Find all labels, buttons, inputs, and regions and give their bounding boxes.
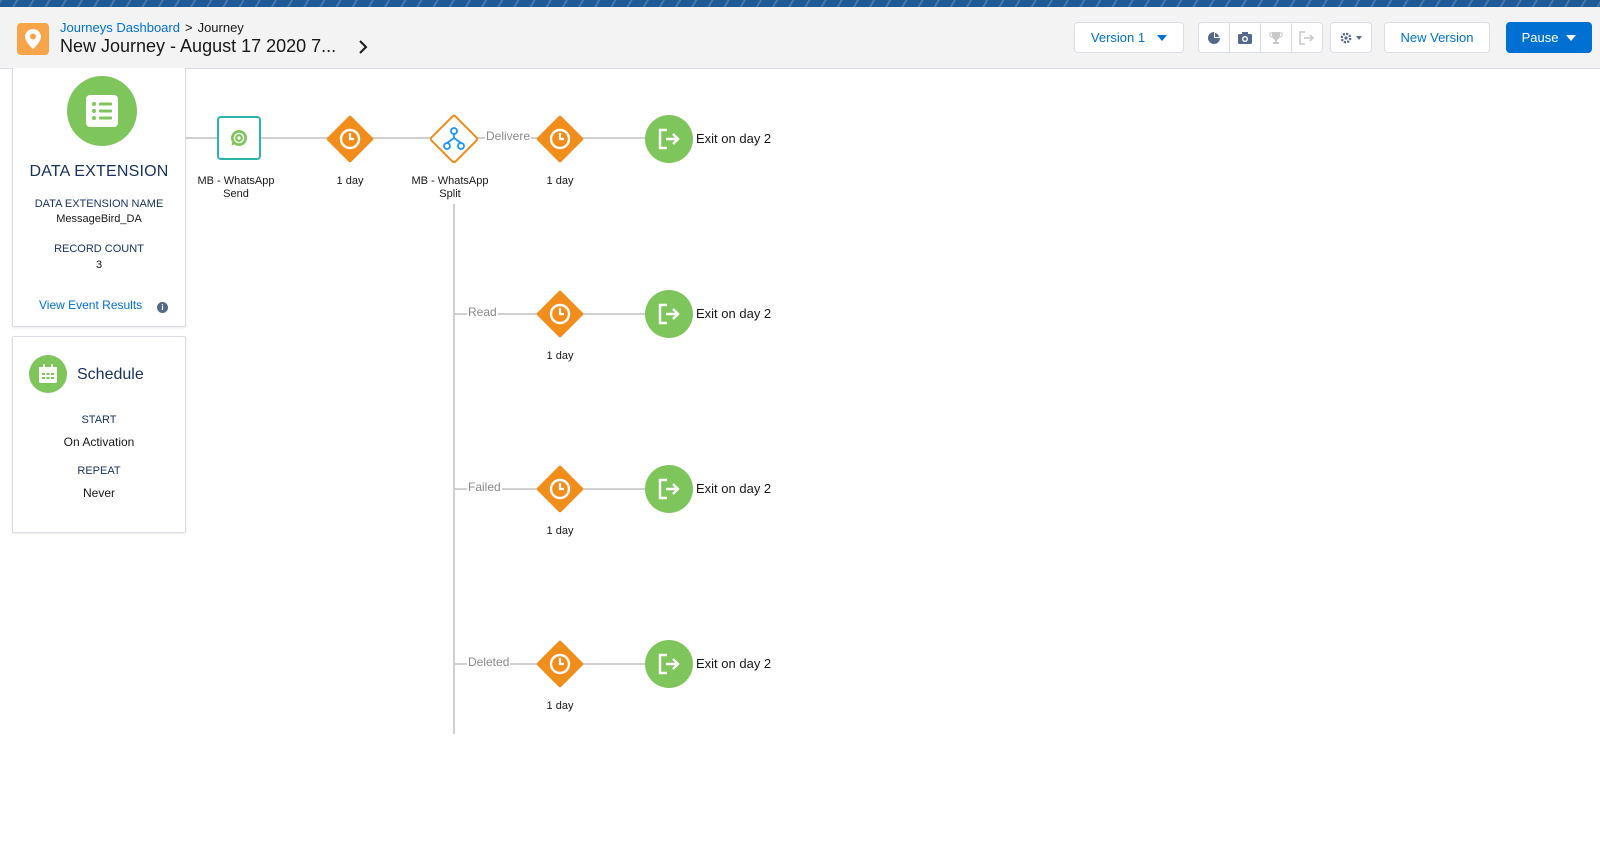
branch-label-delivered: Delivere bbox=[485, 129, 532, 143]
version-label: Version 1 bbox=[1090, 30, 1146, 45]
breadcrumb-separator: > bbox=[184, 20, 193, 35]
record-count-label: RECORD COUNT bbox=[54, 243, 144, 255]
breadcrumb-journeys-dashboard[interactable]: Journeys Dashboard bbox=[60, 20, 180, 35]
breadcrumb-current: Journey bbox=[197, 20, 244, 35]
exit-icon bbox=[658, 303, 680, 325]
record-count-value: 3 bbox=[95, 259, 103, 271]
split-icon bbox=[429, 114, 479, 164]
journey-app-icon bbox=[17, 23, 49, 55]
wait-duration-label: 1 day bbox=[546, 700, 574, 712]
snapshot-icon[interactable] bbox=[1230, 23, 1261, 52]
branch-label-failed: Failed bbox=[467, 480, 502, 494]
exit-label: Exit on day 2 bbox=[696, 481, 772, 496]
exit-label: Exit on day 2 bbox=[696, 306, 772, 321]
brand-band bbox=[0, 0, 1600, 7]
goal-trophy-icon[interactable] bbox=[1261, 23, 1292, 52]
wait-activity[interactable] bbox=[535, 289, 585, 339]
clock-icon bbox=[536, 640, 584, 688]
schedule-title: Schedule bbox=[77, 366, 144, 383]
wait-activity[interactable] bbox=[325, 114, 375, 164]
caret-down-icon bbox=[1157, 34, 1168, 41]
toolbar-icon-group bbox=[1198, 22, 1323, 53]
whatsapp-icon bbox=[231, 130, 247, 146]
schedule-start-label: START bbox=[81, 414, 117, 426]
exit-activity[interactable] bbox=[645, 290, 693, 338]
branch-label-read: Read bbox=[467, 305, 498, 319]
version-dropdown[interactable]: Version 1 bbox=[1074, 22, 1184, 53]
calendar-icon bbox=[29, 355, 67, 393]
schedule-repeat-value: Never bbox=[82, 486, 115, 500]
info-icon[interactable]: i bbox=[157, 302, 168, 313]
data-extension-name-label: DATA EXTENSION NAME bbox=[34, 198, 164, 210]
connector-line bbox=[186, 137, 650, 139]
settings-menu-button[interactable] bbox=[1330, 22, 1372, 53]
wait-activity[interactable] bbox=[535, 114, 585, 164]
exit-activity[interactable] bbox=[645, 465, 693, 513]
wait-duration-label: 1 day bbox=[546, 350, 574, 362]
whatsapp-send-activity[interactable] bbox=[217, 116, 261, 160]
clock-icon bbox=[536, 115, 584, 163]
wait-activity[interactable] bbox=[535, 639, 585, 689]
caret-down-icon bbox=[1566, 34, 1577, 41]
schedule-card[interactable]: Schedule START On Activation REPEAT Neve… bbox=[12, 336, 186, 533]
breadcrumb: Journeys Dashboard > Journey bbox=[60, 20, 244, 35]
gear-icon bbox=[1340, 32, 1352, 43]
wait-duration-label: 1 day bbox=[546, 525, 574, 537]
view-event-results-link[interactable]: View Event Results bbox=[39, 298, 143, 312]
exit-icon bbox=[658, 653, 680, 675]
branch-label-deleted: Deleted bbox=[467, 655, 511, 669]
data-extension-name-value: MessageBird_DA bbox=[56, 213, 142, 225]
entry-source-card[interactable]: DATA EXTENSION DATA EXTENSION NAME Messa… bbox=[12, 68, 186, 327]
data-extension-icon bbox=[67, 76, 137, 146]
pause-button[interactable]: Pause bbox=[1506, 22, 1592, 53]
whatsapp-split-activity[interactable] bbox=[427, 112, 481, 166]
exit-criteria-icon[interactable] bbox=[1292, 23, 1322, 52]
exit-label: Exit on day 2 bbox=[696, 131, 772, 146]
new-version-button[interactable]: New Version bbox=[1384, 22, 1490, 53]
exit-icon bbox=[658, 478, 680, 500]
wait-duration-label: 1 day bbox=[336, 175, 364, 187]
wait-activity[interactable] bbox=[535, 464, 585, 514]
page-header: Journeys Dashboard > Journey New Journey -… bbox=[0, 7, 1600, 69]
analytics-icon[interactable] bbox=[1199, 23, 1230, 52]
clock-icon bbox=[326, 115, 374, 163]
clock-icon bbox=[536, 290, 584, 338]
wait-duration-label: 1 day bbox=[546, 175, 574, 187]
page-title[interactable]: New Journey - August 17 2020 7... bbox=[60, 36, 337, 56]
exit-activity[interactable] bbox=[645, 640, 693, 688]
entry-source-title: DATA EXTENSION bbox=[29, 163, 169, 180]
clock-icon bbox=[536, 465, 584, 513]
schedule-repeat-label: REPEAT bbox=[77, 465, 121, 477]
caret-down-icon bbox=[1356, 35, 1362, 40]
chevron-right-icon[interactable] bbox=[358, 38, 368, 59]
pause-label: Pause bbox=[1521, 30, 1559, 45]
exit-label: Exit on day 2 bbox=[696, 656, 772, 671]
exit-icon bbox=[658, 128, 680, 150]
schedule-start-value: On Activation bbox=[63, 435, 135, 449]
exit-activity[interactable] bbox=[645, 115, 693, 163]
connector-line bbox=[453, 204, 455, 734]
